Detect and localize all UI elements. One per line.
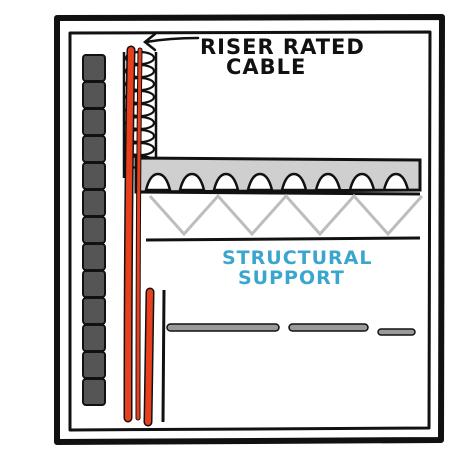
riser-cable	[123, 45, 143, 423]
truss-web	[145, 193, 424, 242]
riser-block-column	[82, 54, 106, 406]
cable-label-line2: CABLE	[226, 55, 306, 79]
support-label-line2: SUPPORT	[238, 267, 345, 289]
support-label-line1: STRUCTURAL	[222, 247, 372, 269]
cable-arrow	[142, 32, 200, 52]
outer-frame	[54, 14, 445, 445]
cable-label-line1: RISER RATED	[200, 35, 365, 59]
inner-frame	[68, 30, 432, 432]
short-cable	[143, 287, 166, 427]
truss-deck	[134, 156, 422, 196]
floor-dash-line	[166, 323, 416, 336]
